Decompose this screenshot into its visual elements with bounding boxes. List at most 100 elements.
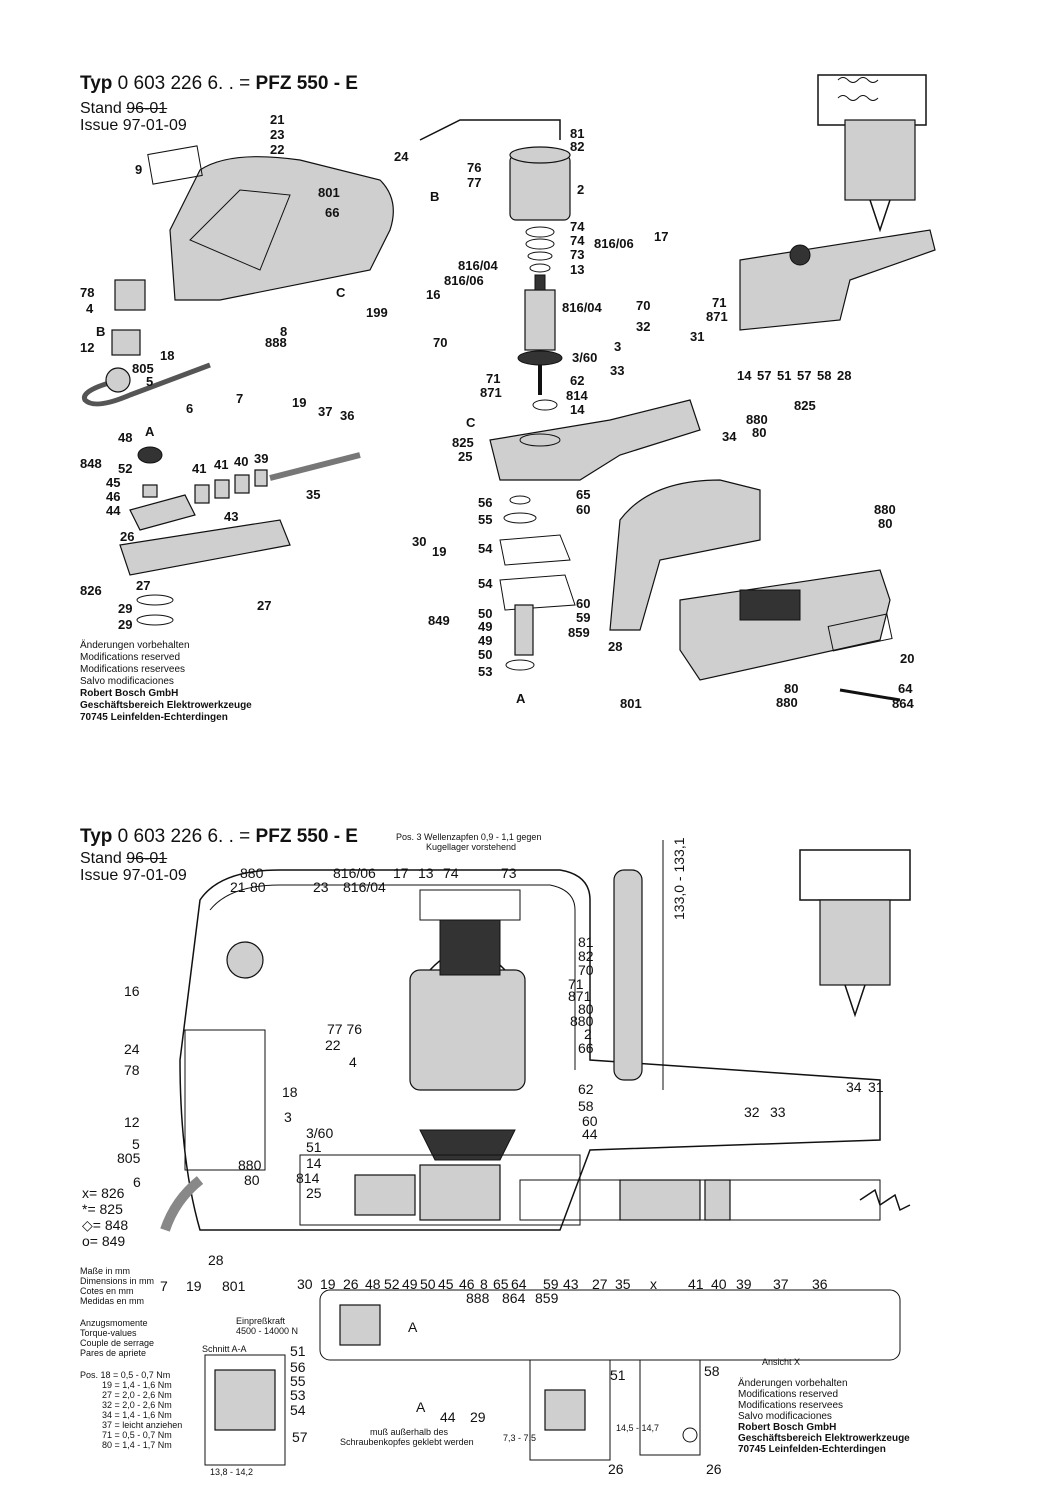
housing-outline <box>179 869 881 1231</box>
plug <box>105 367 131 393</box>
label-849: 849 <box>428 613 450 628</box>
label-49-bottom: 49 <box>402 1276 418 1292</box>
label-12: 12 <box>80 340 95 355</box>
label-37-bottom: 37 <box>773 1276 789 1292</box>
label-36: 36 <box>340 408 355 423</box>
label-859: 859 <box>568 625 590 640</box>
gear-housing-view <box>739 229 936 331</box>
label-871a: 871 <box>706 309 728 324</box>
label-8-bottom: 8 <box>480 1276 488 1292</box>
label-27a: 27 <box>136 578 151 593</box>
label-28: 28 <box>608 639 623 654</box>
handle-shell <box>609 479 761 631</box>
label-27-bottom: 27 <box>592 1276 608 1292</box>
label-18-left: 18 <box>282 1084 298 1100</box>
stator-section <box>409 969 526 1091</box>
label-plate-20 <box>827 613 893 652</box>
label-41-bottom: 41 <box>688 1276 704 1292</box>
label-41a: 41 <box>192 461 207 476</box>
label-816-06b: 816/06 <box>444 273 484 288</box>
label-51-mid: 51 <box>306 1139 322 1155</box>
label-2-right: 2 <box>584 1026 592 1042</box>
label-33-right: 33 <box>770 1104 786 1120</box>
label-41b: 41 <box>214 457 229 472</box>
label-51-section: 51 <box>290 1343 306 1359</box>
label-30: 30 <box>412 534 427 549</box>
label-26-detail-b: 26 <box>706 1461 722 1477</box>
label-57b: 57 <box>797 368 812 383</box>
bottom-view <box>319 1289 901 1361</box>
label-871b: 871 <box>480 385 502 400</box>
label-44-right: 44 <box>582 1126 598 1142</box>
label-48-bottom: 48 <box>365 1276 381 1292</box>
label-A-1: A <box>145 424 155 439</box>
label-40-bottom: 40 <box>711 1276 727 1292</box>
label-71-right: 71 <box>568 976 584 992</box>
base-plate-26 <box>119 519 291 576</box>
label-13-top: 13 <box>418 865 434 881</box>
glue-note: muß außerhalb des Schraubenkopfes gekleb… <box>340 1427 474 1447</box>
label-A-2: A <box>516 691 526 706</box>
label-801b: 801 <box>620 696 642 711</box>
label-880b: 880 <box>874 502 896 517</box>
press-force: Einpreßkraft 4500 - 14000 N <box>236 1316 299 1336</box>
label-21: 21 <box>270 112 285 127</box>
label-26: 26 <box>120 529 135 544</box>
label-6: 6 <box>186 401 194 416</box>
label-57-section: 57 <box>292 1429 308 1445</box>
label-51-detail: 51 <box>610 1367 626 1383</box>
label-55: 55 <box>478 512 493 527</box>
label-20: 20 <box>900 651 915 666</box>
label-5-left: 5 <box>132 1136 140 1152</box>
sectional-view-sheet: Typ 0 603 226 6. . = PFZ 550 - E Pos. 3 … <box>0 760 1050 1485</box>
sheet2-stand: Stand 96-01 Issue 97-01-09 <box>80 850 187 884</box>
label-51: 51 <box>777 368 792 383</box>
label-25: 25 <box>458 449 473 464</box>
label-27b: 27 <box>257 598 272 613</box>
sheet1-notes: Änderungen vorbehalten Modifications res… <box>80 640 252 723</box>
label-80-top: 80 <box>250 879 266 895</box>
label-54b: 54 <box>478 576 493 591</box>
seal-54a <box>499 534 571 566</box>
label-60a: 60 <box>576 502 591 517</box>
label-34: 34 <box>722 429 737 444</box>
gear-section <box>354 1174 416 1216</box>
label-26-detail-a: 26 <box>608 1461 624 1477</box>
label-26-bottom: 26 <box>343 1276 359 1292</box>
gear-48 <box>137 446 163 464</box>
switch-section <box>184 1029 266 1171</box>
label-77-76: 77 76 <box>327 1021 363 1037</box>
label-3: 3 <box>614 339 622 354</box>
label-39-bottom: 39 <box>736 1276 752 1292</box>
sheet1-stand: Stand 96-01 Issue 97-01-09 <box>80 100 187 134</box>
section-label: Schnitt A-A <box>202 1344 247 1354</box>
label-864-bottom: 864 <box>502 1290 526 1306</box>
label-4-left: 4 <box>349 1054 357 1070</box>
label-44: 44 <box>106 503 121 518</box>
label-x-bottom: x <box>650 1276 657 1292</box>
label-23: 23 <box>270 127 285 142</box>
label-826: 826 <box>80 583 102 598</box>
label-50-bottom: 50 <box>420 1276 436 1292</box>
hex-key-64 <box>839 688 901 702</box>
brush-holder-wire <box>419 119 561 141</box>
label-54-section: 54 <box>290 1402 306 1418</box>
fan-section <box>419 1129 516 1161</box>
label-805: 805 <box>132 361 154 376</box>
label-888: 888 <box>265 335 287 350</box>
label-22-left: 22 <box>325 1037 341 1053</box>
label-8: 8 <box>280 324 288 339</box>
label-80-mid: 80 <box>244 1172 260 1188</box>
label-880-right: 880 <box>570 1013 594 1029</box>
label-37: 37 <box>318 404 333 419</box>
label-81-right: 81 <box>578 934 594 950</box>
label-74-top: 74 <box>443 865 459 881</box>
housing-half-left <box>169 156 394 301</box>
label-80b: 80 <box>878 516 893 531</box>
rod-35 <box>269 452 361 481</box>
label-60-right: 60 <box>582 1113 598 1129</box>
label-66-right: 66 <box>578 1040 594 1056</box>
label-55-section: 55 <box>290 1373 306 1389</box>
label-71a: 71 <box>712 295 727 310</box>
label-58-detail: 58 <box>704 1363 720 1379</box>
